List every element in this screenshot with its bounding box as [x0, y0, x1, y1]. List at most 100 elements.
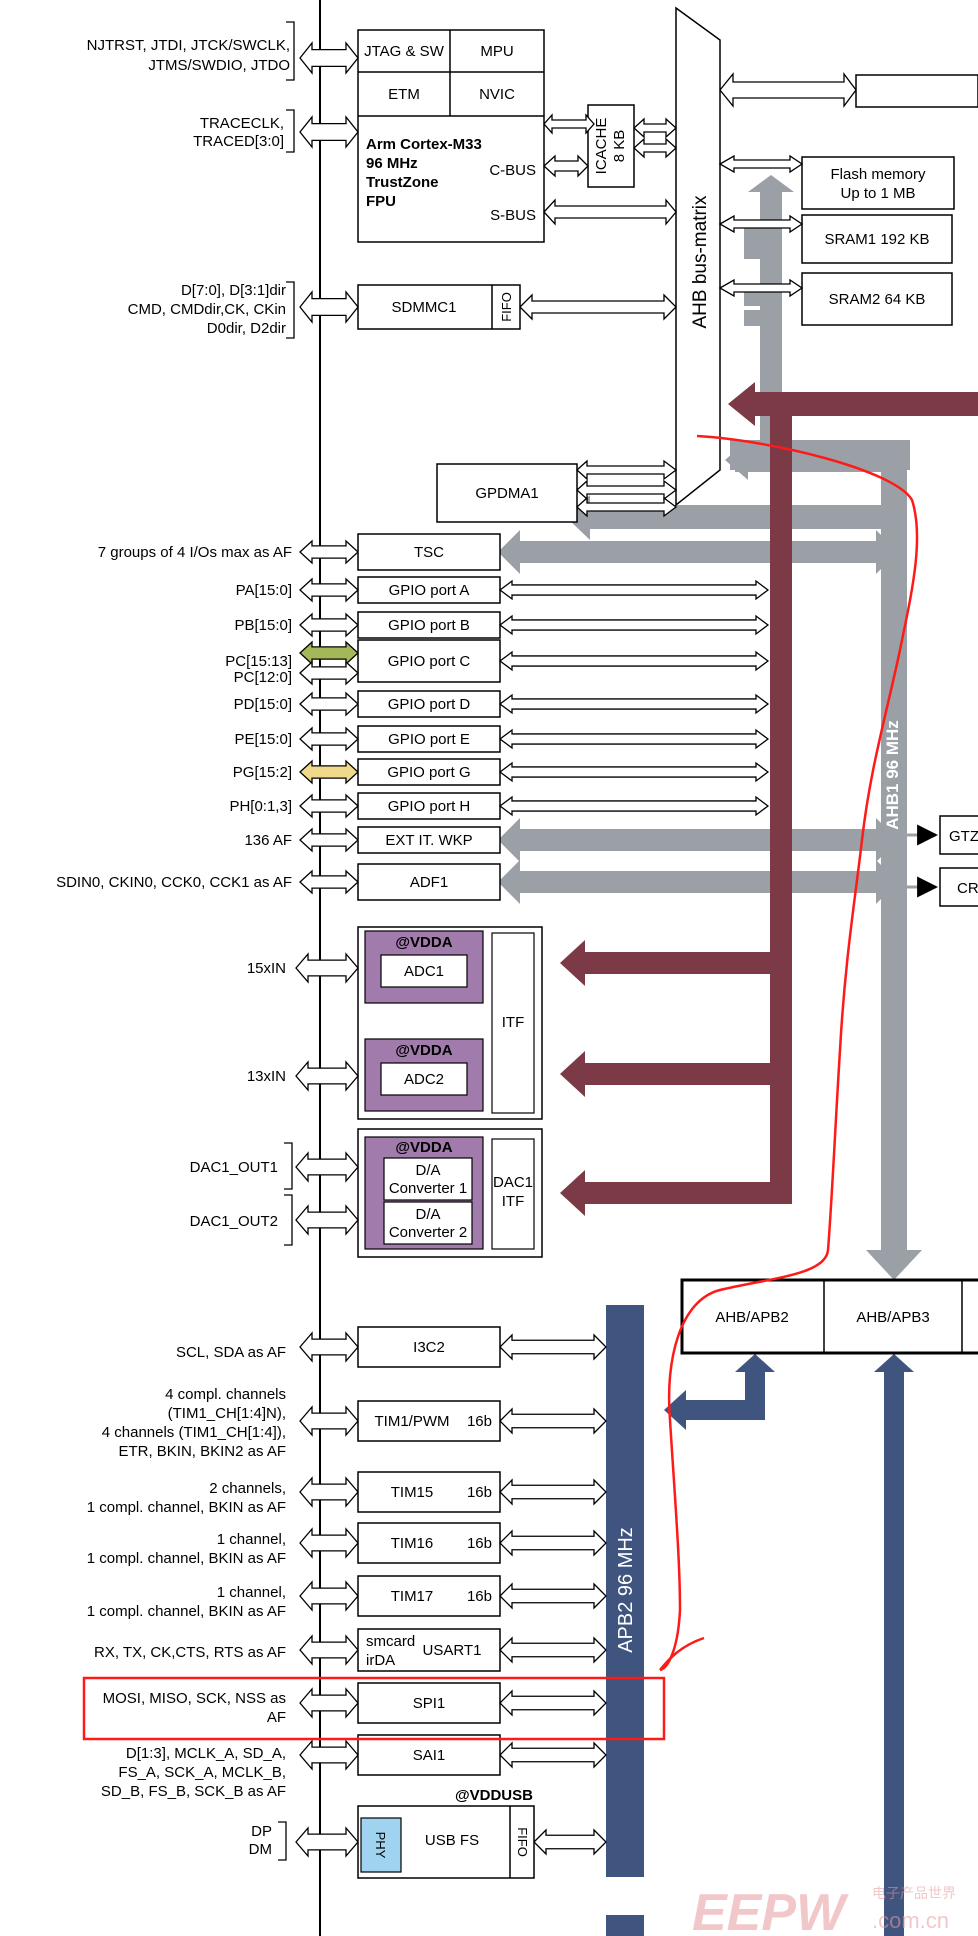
gpio-block-label: GPIO port G [387, 764, 470, 781]
trace-pins-line1: TRACECLK, [200, 115, 284, 132]
usart1-pin-label: RX, TX, CK,CTS, RTS as AF [94, 1644, 286, 1661]
tim17-bits: 16b [467, 1588, 492, 1605]
adc1-pin-label: 15xIN [247, 960, 286, 977]
usb-phy-block: PHY [373, 1832, 388, 1859]
gpio-block [357, 792, 501, 820]
vddusb-label: @VDDUSB [455, 1787, 533, 1804]
gpio-block [357, 576, 501, 604]
tim15-label: TIM15 [391, 1484, 434, 1501]
icache-label: ICACHE [593, 118, 610, 175]
dac-itf-line2: ITF [502, 1193, 525, 1210]
dac-out1-label: DAC1_OUT1 [190, 1159, 278, 1176]
gpio-block-label: GPIO port E [388, 731, 470, 748]
sai1-apb2-arrow [499, 1741, 607, 1769]
i3c2-pin-arrow [299, 1331, 359, 1363]
tim1-block [357, 1400, 501, 1442]
tim1-pin-label: (TIM1_CH[1:4]N), [168, 1405, 286, 1422]
sai1-pin-label: FS_A, SCK_A, MCLK_B, [118, 1764, 286, 1781]
gpio-pin-label: PA[15:0] [236, 582, 292, 599]
sdmmc1-block: SDMMC1 FIFO [357, 284, 521, 330]
gpio-pin-arrow [299, 640, 359, 666]
gpio-pin-label: 136 AF [244, 832, 292, 849]
adc-group: @VDDA ADC1 @VDDA ADC2 ITF [357, 926, 543, 1120]
smcard-label: smcard [366, 1633, 415, 1650]
gpio-pin-arrow [299, 539, 359, 565]
dac-group: @VDDA D/A Converter 1 D/A Converter 2 DA… [357, 1128, 543, 1258]
sd-pins-line1: D[7:0], D[3:1]dir [181, 282, 286, 299]
tim1-bits: 16b [467, 1413, 492, 1430]
gpio-block-label: EXT IT. WKP [385, 832, 472, 849]
cpu-core-group: JTAG & SW MPU ETM NVIC Arm Cortex-M33 96… [357, 29, 545, 243]
spi1-highlight-box [82, 1676, 666, 1741]
analog-pin-labels: 15xIN 13xIN DAC1_OUT1 DAC1_OUT2 [190, 960, 286, 1230]
i3c2-apb2-arrow [499, 1333, 607, 1361]
i3c2-block [357, 1326, 501, 1368]
da-converter1-line1: D/A [415, 1162, 440, 1179]
tim1-pin-label: 4 compl. channels [165, 1386, 286, 1403]
tim15-pin-arrow [299, 1476, 359, 1508]
cpu-name: Arm Cortex-M33 [366, 136, 482, 153]
tim1-pin-label: 4 channels (TIM1_CH[1:4]), [102, 1424, 286, 1441]
gpio-pin-arrow [299, 827, 359, 853]
gpio-block [357, 863, 501, 901]
irda-label: irDA [366, 1652, 395, 1669]
eepw-watermark: EEPW 电子产品世界 .com.cn [692, 1884, 956, 1936]
usb-fs-group: @VDDUSB PHY USB FS FIFO DP DM [249, 1787, 535, 1879]
tim17-apb2-arrow [499, 1582, 607, 1610]
dac2-pin-arrow [295, 1204, 359, 1236]
cbus-label: C-BUS [489, 162, 536, 179]
spi1-label: SPI1 [413, 1695, 446, 1712]
gpio-ahb-arrow [498, 795, 770, 817]
spi1-pin-label: MOSI, MISO, SCK, NSS as [103, 1690, 286, 1707]
tim17-pin-label: 1 channel, [217, 1584, 286, 1601]
usb-dp-label: DP [251, 1823, 272, 1840]
flash-memory-label: Flash memory [830, 166, 926, 183]
red-annotation [82, 434, 919, 1741]
da-converter1-line2: Converter 1 [389, 1180, 467, 1197]
dac-brackets [284, 1142, 293, 1246]
cpu-freq: 96 MHz [366, 155, 418, 172]
gpio-block-label: TSC [414, 544, 444, 561]
apb2-bus-label: APB2 96 MHz [615, 1527, 637, 1653]
partial-block-top [855, 74, 978, 108]
tim16-pin-label: 1 compl. channel, BKIN as AF [87, 1550, 286, 1567]
sram1-block: SRAM1 192 KB [824, 231, 929, 248]
jtag-pins-line1: NJTRST, JTDI, JTCK/SWCLK, [87, 37, 290, 54]
apb2-bus [606, 1305, 914, 1936]
bridges-group: AHB/APB2 AHB/APB3 [680, 1278, 978, 1355]
cpu-trustzone: TrustZone [366, 174, 439, 191]
tim16-block [357, 1522, 501, 1564]
dac-out2-label: DAC1_OUT2 [190, 1213, 278, 1230]
flash-memory-size: Up to 1 MB [840, 185, 915, 202]
gpio-pin-label: PG[15:2] [233, 764, 292, 781]
ahb-bus-matrix: AHB bus-matrix [675, 6, 721, 507]
gpio-ahb-arrow [498, 761, 770, 783]
ahb-apb3-bridge: AHB/APB3 [856, 1309, 929, 1326]
usart1-label: USART1 [423, 1642, 482, 1659]
tim17-pin-arrow [299, 1580, 359, 1612]
hand-drawn-check [659, 1636, 705, 1671]
da-converter2-line2: Converter 2 [389, 1224, 467, 1241]
sai1-pin-label: D[1:3], MCLK_A, SD_A, [126, 1745, 286, 1762]
gpio-pin-label: PH[0:1,3] [229, 798, 292, 815]
gpio-block [357, 758, 501, 786]
adc1-pin-arrow [295, 952, 359, 984]
adc1-vdda: @VDDA [395, 934, 452, 951]
gpio-pin-arrow [299, 577, 359, 603]
tim16-pin-label: 1 channel, [217, 1531, 286, 1548]
usb-apb2-arrow [533, 1828, 607, 1856]
usb-fifo-label: FIFO [515, 1827, 530, 1857]
tim1-apb2-arrow [499, 1407, 607, 1435]
cr-block: CR [957, 880, 978, 897]
gpio-pin-arrow [299, 612, 359, 638]
gpio-block-label: GPIO port A [389, 582, 470, 599]
sram2-block: SRAM2 64 KB [829, 291, 926, 308]
gpio-block-label: ADF1 [410, 874, 448, 891]
i3c2-pin-label: SCL, SDA as AF [176, 1344, 286, 1361]
left-arrows-top [299, 41, 359, 324]
tim15-bits: 16b [467, 1484, 492, 1501]
watermark-logo: EEPW [692, 1884, 849, 1936]
trace-pin-arrow [299, 115, 359, 149]
spi1-apb2-arrow [499, 1689, 607, 1717]
